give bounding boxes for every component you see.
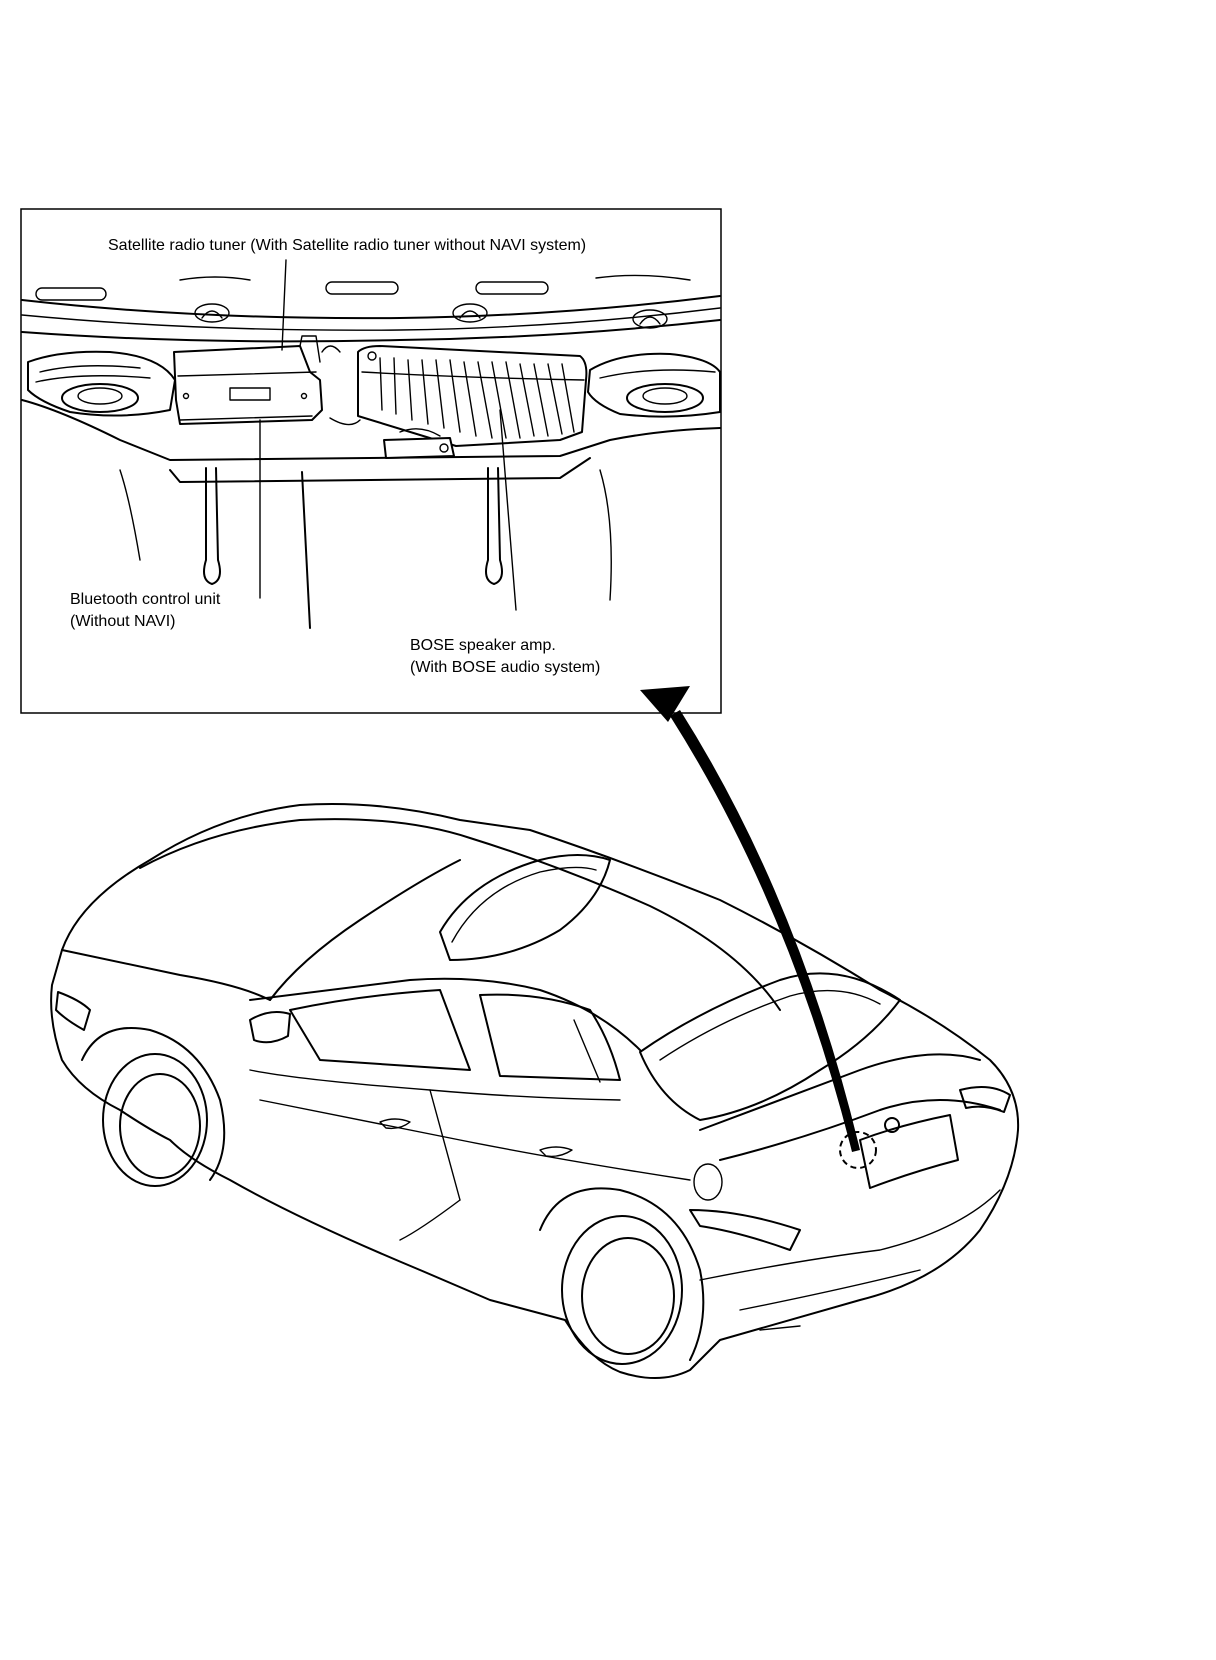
label-satellite-radio-tuner: Satellite radio tuner (With Satellite ra… — [108, 237, 586, 254]
label-bose-audio-system: (With BOSE audio system) — [410, 659, 600, 676]
label-bluetooth-control-unit: Bluetooth control unit — [70, 591, 221, 608]
label-bose-speaker-amp: BOSE speaker amp. — [410, 637, 556, 654]
detail-inset: Satellite radio tuner (With Satellite ra… — [20, 208, 722, 714]
bose-speaker-amp — [357, 345, 588, 447]
rear-parcel-shelf — [21, 274, 721, 343]
right-rear-speaker — [587, 352, 721, 418]
left-rear-speaker — [27, 350, 176, 417]
bluetooth-control-unit — [383, 428, 455, 459]
location-pointer-arrow — [640, 686, 860, 1152]
front-wheel — [81, 1027, 226, 1187]
vehicle-illustration — [50, 803, 1020, 1380]
seatback-straps — [203, 467, 503, 629]
rear-wheel — [539, 1187, 705, 1365]
satellite-radio-tuner — [173, 335, 323, 425]
location-marker-circle — [839, 1131, 877, 1169]
label-bluetooth-without-navi: (Without NAVI) — [70, 613, 176, 630]
inset-frame — [20, 208, 722, 714]
leader-lines — [259, 259, 517, 611]
